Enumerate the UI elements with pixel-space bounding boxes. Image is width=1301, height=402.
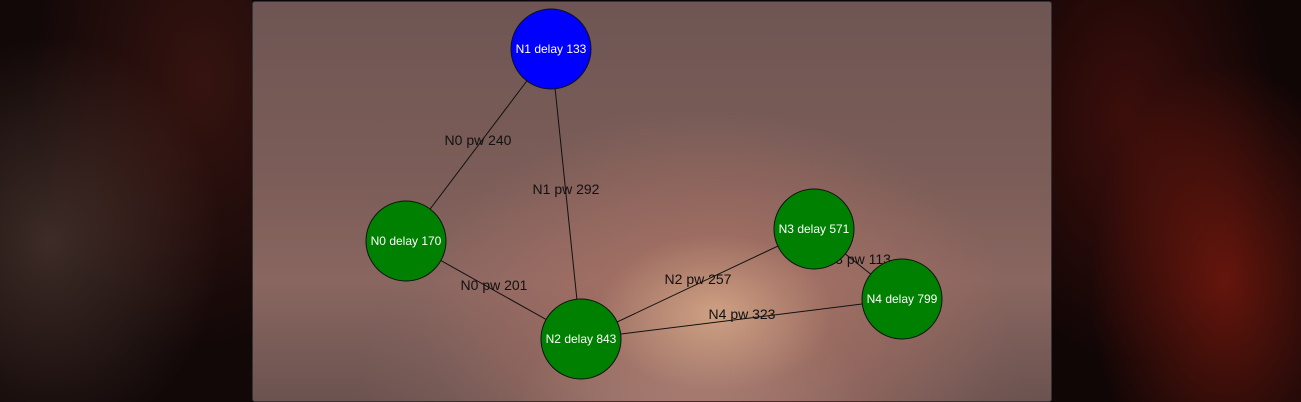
nodes-layer: N1 delay 133 N0 delay 170 N2 delay 843 N…: [365, 8, 855, 380]
edge-label-n2-n4: N4 pw 323: [709, 306, 776, 322]
node-n2[interactable]: N2 delay 843: [540, 298, 622, 380]
background-left: [0, 0, 252, 402]
node-n2-label: N2 delay 843: [546, 332, 617, 346]
node-n0-circle[interactable]: [365, 200, 447, 282]
node-n3[interactable]: N3 delay 571: [773, 188, 855, 270]
node-n3-label: N3 delay 571: [779, 222, 850, 236]
node-n0-label: N0 delay 170: [371, 234, 442, 248]
edge-label-n1-n2: N1 pw 292: [533, 181, 600, 197]
node-n3-circle[interactable]: [773, 188, 855, 270]
edge-labels-layer: N0 pw 240 N1 pw 292 N0 pw 201 N3 pw 113: [445, 132, 892, 293]
edge-label-n1-n0: N0 pw 240: [445, 132, 512, 148]
edge-label-n0-n2: N0 pw 201: [461, 277, 528, 293]
node-n4[interactable]: N4 delay 799: [861, 258, 943, 340]
node-n1[interactable]: N1 delay 133: [510, 8, 592, 90]
node-n1-label: N1 delay 133: [516, 42, 587, 56]
edge-n2-n4: [580, 298, 903, 340]
nodes-top-layer: N4 delay 799: [861, 258, 943, 340]
edge-n2-n3: [580, 228, 815, 340]
node-n2-circle[interactable]: [540, 298, 622, 380]
node-n0[interactable]: N0 delay 170: [365, 200, 447, 282]
node-n4-circle[interactable]: [861, 258, 943, 340]
edge-label-n2-n3: N2 pw 257: [665, 271, 732, 287]
node-n1-circle[interactable]: [510, 8, 592, 90]
edge-labels-top-layer: N2 pw 257 N4 pw 323: [665, 271, 776, 322]
node-n4-label: N4 delay 799: [867, 292, 938, 306]
network-graph: N0 pw 240 N1 pw 292 N0 pw 201 N3 pw 113 …: [365, 8, 943, 380]
edge-n1-n2: [550, 48, 582, 340]
graph-canvas: N0 pw 240 N1 pw 292 N0 pw 201 N3 pw 113 …: [252, 1, 1052, 402]
background-right: [1051, 0, 1301, 402]
